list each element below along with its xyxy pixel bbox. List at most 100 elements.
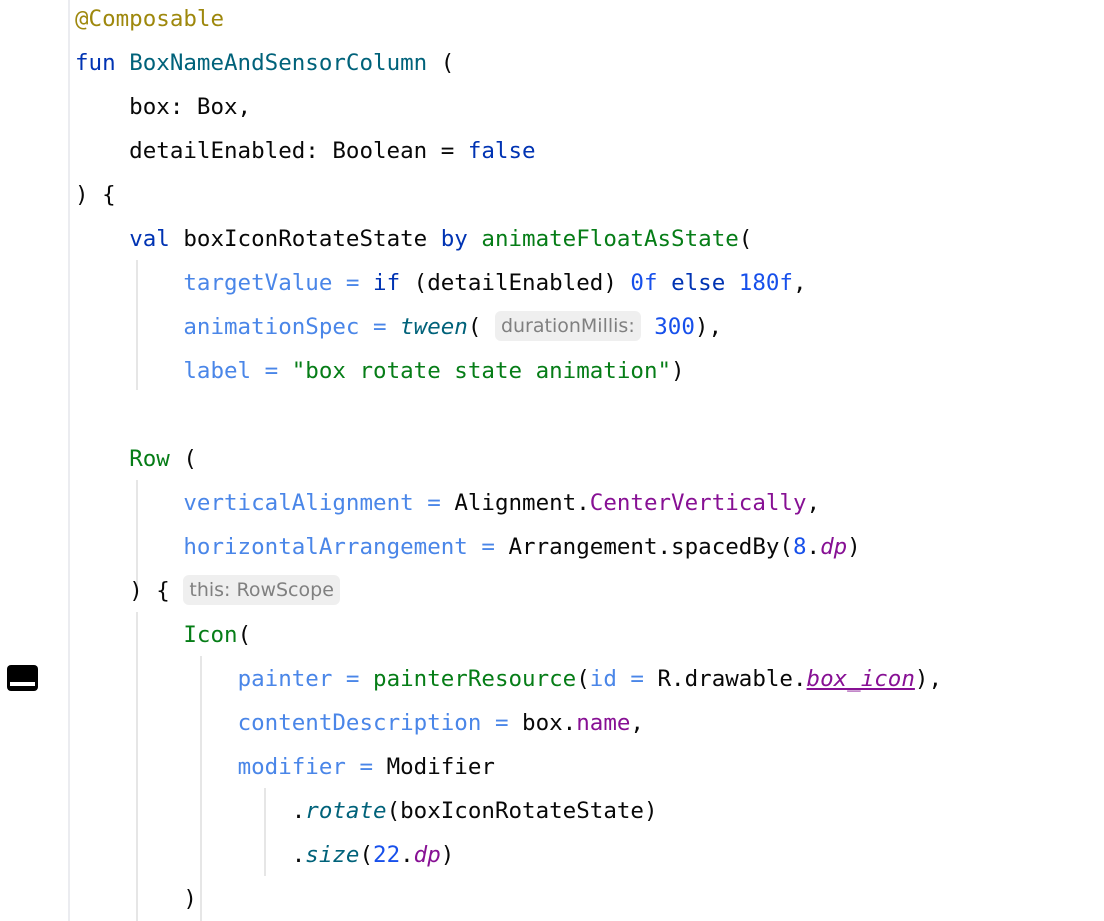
punct: ) [847, 534, 861, 560]
punct: ) [671, 358, 685, 384]
code-line-18: modifier = Modifier [75, 745, 495, 789]
equals: = [467, 534, 509, 560]
equals: = [481, 710, 523, 736]
extension-property: dp [413, 842, 441, 868]
indent [75, 226, 129, 252]
function-call: rotate [305, 798, 387, 824]
equals: = [413, 490, 455, 516]
equals: = [345, 754, 387, 780]
code-text: (detailEnabled) [400, 270, 631, 296]
indent-guide [200, 656, 202, 921]
equals: = [616, 666, 658, 692]
indent [75, 314, 183, 340]
code-text: Modifier [386, 754, 495, 780]
receiver-hint: this: RowScope [183, 575, 340, 605]
code-line-2: fun BoxNameAndSensorColumn ( [75, 41, 454, 85]
function-call: size [305, 842, 360, 868]
equals: = [251, 358, 292, 384]
gutter-divider [68, 0, 70, 921]
function-call: animateFloatAsState [481, 226, 739, 252]
code-line-9: label = "box rotate state animation") [75, 349, 685, 393]
number: 8 [792, 534, 807, 560]
indent [75, 622, 183, 648]
space [658, 270, 672, 296]
space [641, 314, 655, 340]
punct: . [400, 842, 414, 868]
indent [75, 842, 292, 868]
punct: ( [427, 50, 455, 76]
parameter-hint: durationMillis: [494, 311, 641, 341]
code-text: ) { [129, 578, 170, 604]
punct: , [806, 490, 821, 516]
indent [75, 666, 238, 692]
space [170, 578, 184, 604]
punct: ), [914, 666, 942, 692]
property: CenterVertically [589, 490, 807, 516]
named-arg: label [183, 358, 252, 384]
named-arg: id [589, 666, 617, 692]
indent [75, 886, 183, 912]
string-literal: "box rotate state animation" [291, 358, 672, 384]
punct: ), [694, 314, 722, 340]
function-call: tween [400, 314, 468, 340]
code-line-13: horizontalArrangement = Arrangement.spac… [75, 525, 861, 569]
punct: , [792, 270, 807, 296]
equals: = [332, 270, 374, 296]
number: 180f [738, 270, 793, 296]
indent [75, 270, 183, 296]
indent-guide [136, 480, 138, 590]
punct: . [291, 842, 306, 868]
punct: ( [169, 446, 197, 472]
code-line-7: targetValue = if (detailEnabled) 0f else… [75, 261, 807, 305]
code-line-20: .size(22.dp) [75, 833, 455, 877]
space [725, 270, 739, 296]
indent [75, 578, 129, 604]
named-arg: contentDescription [237, 710, 482, 736]
indent [75, 798, 292, 824]
number: 0f [630, 270, 658, 296]
named-arg: targetValue [183, 270, 333, 296]
punct: ( [237, 622, 252, 648]
code-text: ) [183, 886, 197, 912]
named-arg: horizontalArrangement [183, 534, 468, 560]
equals: = [359, 314, 401, 340]
code-line-12: verticalAlignment = Alignment.CenterVert… [75, 481, 820, 525]
editor-gutter [0, 0, 68, 921]
preview-panel-icon[interactable] [6, 664, 39, 692]
punct: ( [359, 842, 374, 868]
space [468, 226, 482, 252]
number: 300 [654, 314, 695, 340]
code-text: (boxIconRotateState) [386, 798, 658, 824]
indent [75, 490, 183, 516]
punct: ( [738, 226, 753, 252]
code-text: boxIconRotateState [169, 226, 441, 252]
indent [75, 534, 183, 560]
keyword: fun [75, 50, 116, 76]
indent-guide [136, 612, 138, 921]
keyword: if [373, 270, 401, 296]
code-line-19: .rotate(boxIconRotateState) [75, 789, 658, 833]
code-text: box. [522, 710, 577, 736]
resource-link[interactable]: box_icon [806, 666, 915, 692]
punct: ) [440, 842, 455, 868]
code-text: box: Box, [75, 94, 252, 120]
equals: = [332, 666, 374, 692]
named-arg: verticalAlignment [183, 490, 414, 516]
punct: . [291, 798, 306, 824]
indent-guide [136, 260, 138, 390]
code-text: Alignment. [454, 490, 590, 516]
punct: , [630, 710, 644, 736]
indent [75, 710, 238, 736]
code-line-1: @Composable [75, 0, 224, 41]
named-arg: modifier [237, 754, 346, 780]
keyword: else [671, 270, 726, 296]
code-line-15: Icon( [75, 613, 251, 657]
code-text: R.drawable. [657, 666, 807, 692]
property: name [576, 710, 631, 736]
function-call: Row [129, 446, 170, 472]
code-editor[interactable]: @Composable fun BoxNameAndSensorColumn (… [75, 0, 1104, 921]
code-line-3: box: Box, [75, 85, 251, 129]
code-line-5: ) { [75, 173, 116, 217]
code-text: ) { [75, 182, 116, 208]
keyword: false [467, 138, 536, 164]
